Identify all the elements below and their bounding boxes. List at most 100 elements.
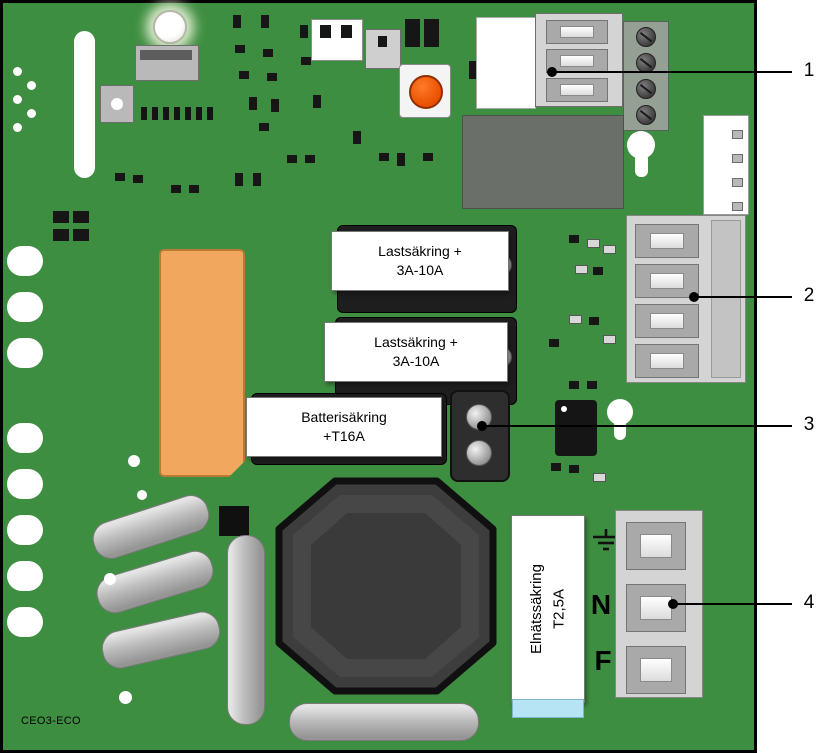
edge-cutout [7,469,43,499]
terminal-slot [546,20,608,44]
smd-component [589,317,599,325]
smd-component [261,15,269,28]
terminal-screw [636,53,656,73]
connector [311,19,363,61]
pin1-dot [561,406,567,412]
smd-component [313,95,321,108]
via-hole [13,95,22,104]
terminal-label-n: N [590,589,612,620]
via-hole [137,490,147,500]
connector [135,45,199,81]
edge-cutout [7,338,43,368]
connector-pin [732,178,743,187]
via-hole [13,67,22,76]
smd-component [593,267,603,275]
terminal-slot [635,344,699,378]
edge-cutout [7,246,43,276]
smd-component [235,45,245,53]
routing-slot [74,31,95,178]
mounting-hole-stem [635,153,648,177]
edge-cutout [7,561,43,591]
highlight-strip [512,699,584,718]
pin-header [141,107,213,120]
smd-component [423,153,433,161]
smd-component [133,175,143,183]
relay-orange [159,249,245,477]
pcb-board: Lastsäkring + 3A-10A Lastsäkring + 3A-10… [0,0,757,753]
smd-component [271,99,279,112]
connector-pin [378,36,387,47]
edge-cutout [7,607,43,637]
smd-component [189,185,199,193]
callout-2-line [694,296,792,298]
smd-component [569,315,582,324]
smd-component [587,381,597,389]
component-cap [219,506,249,536]
terminal-slot [635,224,699,258]
capacitor [289,703,479,741]
screw-terminal [623,21,669,131]
ground-symbol [593,529,619,551]
jumper [53,211,69,223]
module-plate [462,115,624,209]
terminal-screw [636,105,656,125]
board-code: CEO3-ECO [21,715,81,727]
via-hole [13,123,22,132]
smd-component [603,335,616,344]
connector-pin [732,130,743,139]
edge-cutout [7,515,43,545]
via-hole [27,109,36,118]
label-load-fuse-1: Lastsäkring + 3A-10A [331,231,509,291]
connector [365,29,401,69]
via-hole [119,691,132,704]
label-load-fuse-2: Lastsäkring + 3A-10A [324,322,508,382]
edge-cutout [7,423,43,453]
via-hole [104,573,116,585]
smd-component [305,155,315,163]
smd-component [300,25,308,38]
terminal-screw [636,27,656,47]
terminal-slot [546,78,608,102]
smd-component [249,97,257,110]
label-mains-fuse-box: Elnätssäkring T2,5A [511,515,585,703]
terminal-screw [636,79,656,99]
toroidal-transformer [275,477,497,695]
jumper [73,229,89,241]
terminal-side [711,220,741,378]
terminal-slot [626,522,686,570]
battery-fuse-holder [450,390,510,482]
smd-component [593,473,606,482]
smd-component [253,173,261,186]
callout-1-number: 1 [803,60,815,81]
smd-component [575,265,588,274]
jumper [405,19,420,47]
mounting-bracket [100,85,134,123]
smd-component [233,15,241,28]
smd-component [287,155,297,163]
edge-connector [703,115,749,215]
callout-3-number: 3 [803,414,815,435]
led-indicator [153,10,187,44]
capacitor [98,607,224,673]
callout-2-number: 2 [803,285,815,306]
smd-component [569,235,579,243]
smd-component [353,131,361,144]
smd-component [549,339,559,347]
connector-pins [140,50,192,60]
smd-component [235,173,243,186]
jumper [73,211,89,223]
via-hole [27,81,36,90]
fuse-cap [466,440,492,466]
callout-3-line [482,425,792,427]
smd-component [267,73,277,81]
connector-pin [320,25,331,38]
mounting-hole-stem [614,420,626,440]
smd-component [603,245,616,254]
terminal-slot [635,264,699,298]
component-box [476,17,536,109]
terminal-block-top [535,13,623,107]
smd-component [263,49,273,57]
terminal-label-f: F [594,645,612,676]
reset-button [409,75,443,109]
